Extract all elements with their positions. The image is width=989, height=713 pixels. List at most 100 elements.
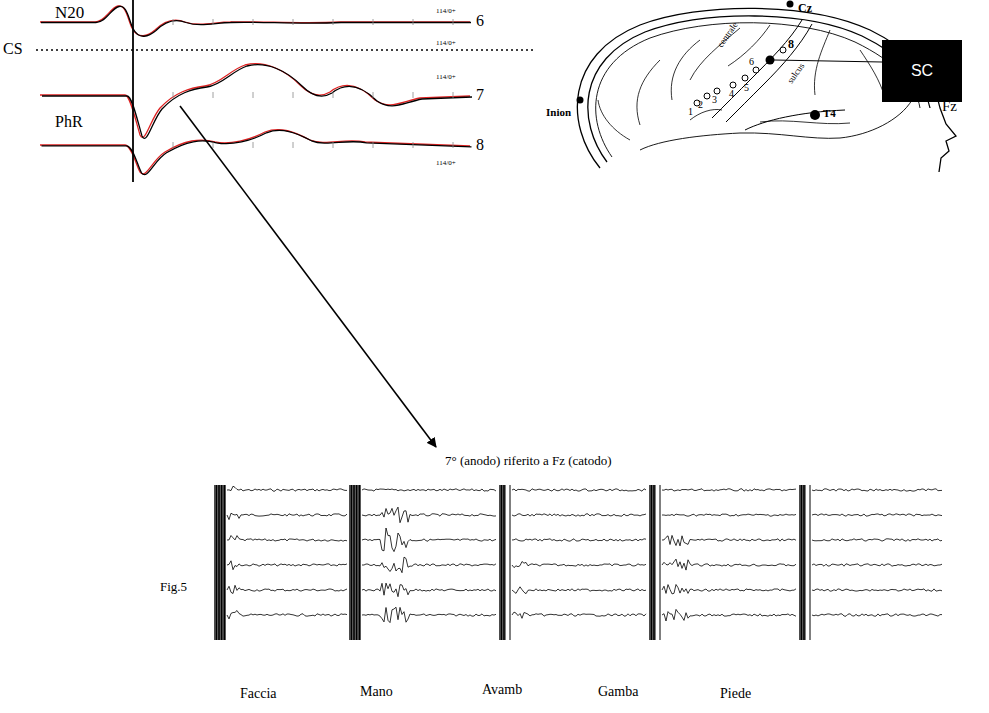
stimulus-artifact [354,485,355,640]
stimulus-artifact [359,485,360,640]
tick [333,142,334,148]
stimulus-artifact [501,485,502,640]
emg-trace [362,583,496,597]
emg-trace [227,611,347,619]
stimulator-box: SC [882,40,962,102]
electrode-name: Cz [798,2,812,15]
stimulus-artifact [222,485,223,640]
stimulus-artifact [649,485,650,640]
sep-traces [40,6,472,175]
tick [333,19,334,25]
tick [173,92,174,98]
stimulus-artifact [799,485,800,640]
tick [213,19,214,25]
stimulus-artifact [351,485,352,640]
stimulus-artifact [804,485,805,640]
emg-trace [512,539,646,541]
tick [213,92,214,98]
tick [333,92,334,98]
tick [453,92,454,98]
stimulus-artifact [214,485,215,640]
emg-trace [227,486,347,491]
tick [453,19,454,25]
stimulus-artifact [225,485,226,640]
callout-number: 4 [729,88,734,99]
emg-trace [362,507,496,523]
tick [293,142,294,148]
tick [293,92,294,98]
electrode-name: T4 [823,107,836,119]
callout-number: 1 [688,106,693,117]
emg-trace [362,607,496,622]
gain-note: 114/0+ [436,74,456,82]
montage-note: 7° (anodo) riferito a Fz (catodo) [445,454,612,468]
trace-number: 7 [476,86,484,104]
tick [253,142,254,148]
tick [253,92,254,98]
stimulus-artifact [356,485,357,640]
emg-trace [662,489,796,491]
trace-number: 8 [476,136,484,154]
tick [373,19,374,25]
stimulus-artifact [219,485,220,640]
central-sulcus-line [36,49,535,51]
emg-trace [362,557,496,573]
callout-number: 3 [712,94,717,105]
callout-number: 5 [744,82,749,93]
emg-trace [812,514,942,516]
emg-trace [662,559,796,570]
wave-name: N20 [55,4,84,23]
stimulus-artifact [216,485,217,640]
stimulus-artifact [803,485,804,640]
sulcus-marker: CS [3,40,23,58]
emg-trace [227,513,347,519]
callout-number: 8 [788,38,794,51]
emg-trace [227,561,347,570]
emg-trace [812,489,942,491]
stimulus-artifact [221,485,222,640]
stimulus-artifact [653,485,654,640]
emg-trace [227,536,347,542]
figure-number: Fig.5 [160,580,187,594]
stimulus-artifact [660,485,661,640]
tick [373,92,374,98]
emg-traces [215,485,942,640]
stimulus-artifact [224,485,225,640]
emg-trace [812,614,942,616]
emg-trace [812,564,942,566]
emg-trace [662,535,796,546]
stimulus-artifact [503,485,504,640]
emg-trace [812,539,942,541]
stimulus-artifact [499,485,500,640]
emg-trace [227,585,347,593]
muscle-name: Faccia [240,686,277,701]
tick [213,142,214,148]
stimulus-artifact [217,485,218,640]
muscle-name: Gamba [598,684,638,699]
sulcus-name: sulcus [786,62,807,86]
tick [453,142,454,148]
tick [253,19,254,25]
stimulus-artifact [810,485,811,640]
box-label: SC [911,62,933,80]
emg-trace [812,589,942,591]
sulcus-name: centrale [716,21,740,50]
stimulus-artifact [360,485,361,640]
emg-trace [662,514,796,516]
muscle-name: Avamb [482,682,522,697]
gain-note: 114/0+ [436,8,456,16]
time-ticks [173,19,453,148]
callout-number: 6 [749,56,754,67]
tick [413,19,414,25]
emg-trace [362,489,496,491]
wave-name: PhR [55,113,83,131]
tick [173,19,174,25]
stimulus-artifact [353,485,354,640]
emg-trace [512,612,646,618]
emg-trace [512,514,646,516]
tick [373,142,374,148]
emg-trace [662,585,796,594]
gain-note: 114/0+ [436,40,456,48]
stimulus-artifact [651,485,652,640]
